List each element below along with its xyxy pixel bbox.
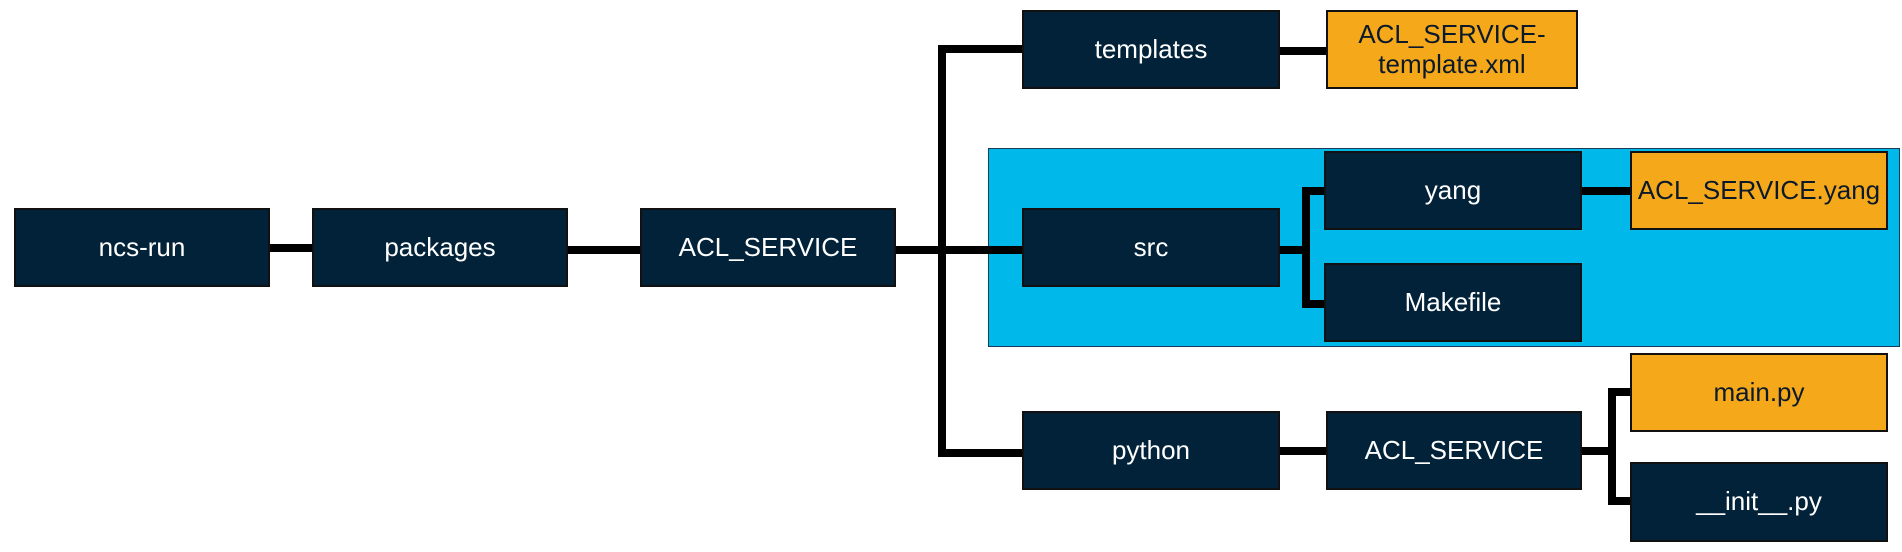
connector-acl-service-trunk xyxy=(894,246,1026,254)
connector-to-main-py xyxy=(1608,388,1634,396)
connector-vertical-trunk xyxy=(938,45,946,457)
connector-ncs-run-packages xyxy=(268,244,314,252)
node-templates: templates xyxy=(1022,10,1280,89)
connector-to-python xyxy=(938,449,1026,457)
node-init-py: __init__.py xyxy=(1630,462,1888,542)
connector-templates-xml xyxy=(1278,47,1328,55)
node-packages: packages xyxy=(312,208,568,287)
node-yang: yang xyxy=(1324,151,1582,230)
connector-python-acl-service xyxy=(1278,447,1332,455)
node-python-acl-service: ACL_SERVICE xyxy=(1326,411,1582,490)
node-python: python xyxy=(1022,411,1280,490)
node-template-xml: ACL_SERVICE- template.xml xyxy=(1326,10,1578,89)
connector-src-vertical xyxy=(1302,187,1310,308)
connector-to-makefile xyxy=(1302,300,1332,308)
connector-yang-file xyxy=(1580,187,1636,195)
node-acl-service: ACL_SERVICE xyxy=(640,208,896,287)
node-ncs-run: ncs-run xyxy=(14,208,270,287)
connector-python-vertical xyxy=(1608,388,1616,505)
node-yang-file: ACL_SERVICE.yang xyxy=(1630,151,1888,230)
node-main-py: main.py xyxy=(1630,353,1888,432)
node-src: src xyxy=(1022,208,1280,287)
connector-to-init-py xyxy=(1608,497,1634,505)
connector-acl-service-branch xyxy=(1580,447,1610,455)
connector-packages-acl-service xyxy=(566,246,642,254)
node-makefile: Makefile xyxy=(1324,263,1582,342)
connector-to-yang xyxy=(1302,187,1332,195)
connector-to-templates xyxy=(938,45,1026,53)
connector-src-branch xyxy=(1278,246,1304,254)
